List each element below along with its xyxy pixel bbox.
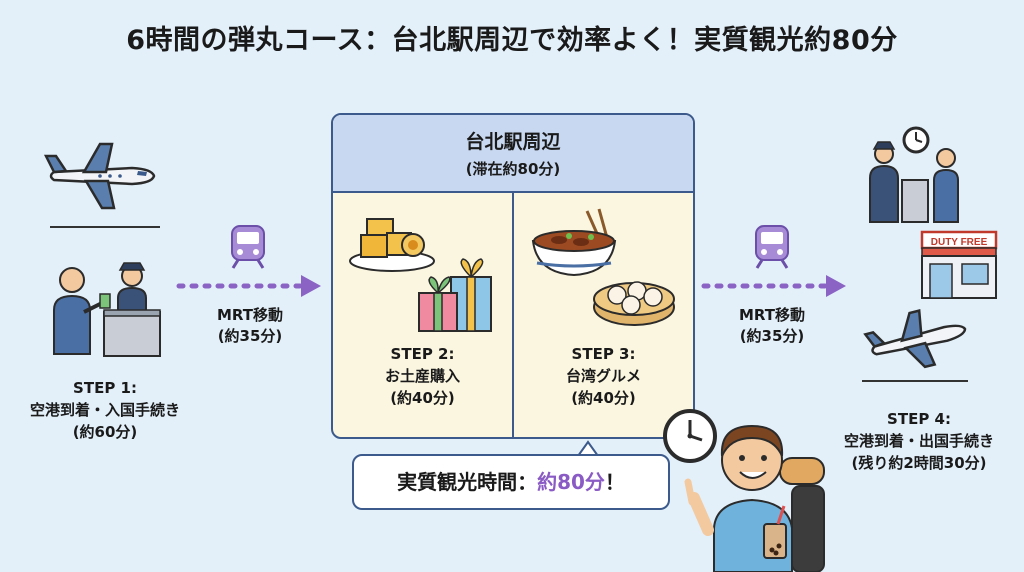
panel-header: 台北駅周辺 (滞在約80分) [333,115,693,193]
mrt-left-label: MRT移動 [216,306,284,324]
callout-label: 実質観光時間： [397,470,538,494]
callout-suffix: ！ [604,470,625,494]
mrt-right-label: MRT移動 [738,306,806,324]
divider-line [50,226,160,228]
immigration-counter-icon [53,262,161,357]
callout-pointer [577,440,599,457]
airplane-icon [863,309,967,369]
step2-title: STEP 2: [390,345,455,363]
step2-duration: (約40分) [390,389,455,407]
train-icon [231,225,265,269]
step3-description: 台湾グルメ [565,367,641,385]
step3-title: STEP 3: [571,345,636,363]
dumpling-steamer-icon [593,281,675,326]
gift-box-icon [418,258,492,332]
mrt-right-duration: (約35分) [739,327,805,345]
step4-description: 空港到着・出国手続き [843,432,994,450]
step4-title: STEP 4: [887,410,951,428]
step3-duration: (約40分) [571,389,636,407]
clock-icon [663,409,717,463]
actual-sightseeing-callout: 実質観光時間：約80分！ [352,454,670,510]
divider-line [862,380,968,382]
mrt-left-duration: (約35分) [217,327,283,345]
panel-divider [512,193,514,437]
airplane-icon [43,142,156,210]
callout-value: 約80分 [537,470,605,494]
duty-free-sign: DUTY FREE [931,237,988,248]
duty-free-shop-icon: DUTY FREE [920,230,998,299]
taipei-station-panel: 台北駅周辺 (滞在約80分) STEP 2: お土産購入 (約40分) [331,113,695,439]
arrow-icon [701,275,846,297]
train-icon [755,225,789,269]
step1-duration: (約60分) [72,423,138,441]
step2-description: お土産購入 [384,367,460,385]
beef-noodle-icon [531,208,617,277]
arrow-icon [176,275,321,297]
step1-title: STEP 1: [73,379,137,397]
traveler-icon [684,424,825,572]
immigration-counter-icon [869,126,959,223]
panel-title: 台北駅周辺 [465,131,561,153]
page-title: 6時間の弾丸コース：台北駅周辺で効率よく！実質観光約80分 [126,25,898,56]
pineapple-cake-icon [349,218,435,272]
step4-duration: (残り約2時間30分) [851,454,987,472]
step1-description: 空港到着・入国手続き [29,401,180,419]
panel-subtitle: (滞在約80分) [465,160,561,178]
